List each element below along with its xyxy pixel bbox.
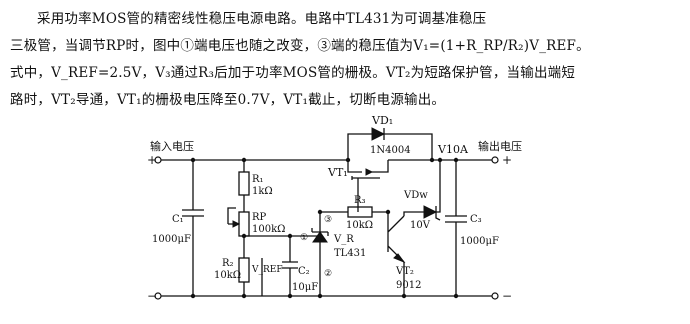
junction-dot bbox=[241, 233, 247, 239]
vd1-diode bbox=[347, 133, 433, 160]
junction-dot bbox=[401, 293, 407, 299]
rp-potentiometer bbox=[238, 211, 250, 237]
junction-dot bbox=[317, 293, 323, 299]
vt1-label: VT₁ bbox=[327, 166, 348, 179]
c3-label: C₃ bbox=[470, 214, 482, 225]
junction-dot bbox=[453, 293, 459, 299]
tl431-label: TL431 bbox=[334, 248, 366, 259]
junction-dot bbox=[287, 233, 293, 239]
r1-value: 1kΩ bbox=[252, 186, 273, 197]
vdw-triangle bbox=[423, 205, 438, 219]
junction-dot bbox=[385, 209, 391, 215]
vt2-transistor bbox=[387, 212, 405, 296]
junction-dot bbox=[437, 157, 443, 163]
c3-capacitor bbox=[445, 160, 467, 296]
rp-value: 100kΩ bbox=[252, 224, 285, 235]
c1-value: 1000μF bbox=[152, 234, 191, 245]
junction-dot bbox=[190, 157, 196, 163]
input-label: 输入电压 bbox=[150, 139, 194, 153]
output-plus-terminal bbox=[491, 156, 499, 164]
vd1-label: VD₁ bbox=[371, 114, 393, 127]
input-plus-sign: + bbox=[147, 153, 157, 167]
tl431-cathode-bar bbox=[311, 228, 329, 236]
junction-dot bbox=[345, 157, 351, 163]
junction-dot bbox=[429, 157, 435, 163]
pin-1-label: ① bbox=[300, 233, 308, 243]
description-paragraph: 采用功率MOS管的精密线性稳压电源电路。电路中TL431为可调基准稳压 三极管，… bbox=[10, 6, 682, 114]
vref-label: V_REF bbox=[251, 265, 283, 275]
input-minus-terminal bbox=[154, 292, 162, 300]
c3-value: 1000μF bbox=[460, 236, 499, 247]
c1-label: C₁ bbox=[172, 214, 184, 225]
rp-label: RP bbox=[252, 212, 267, 223]
output-label: 输出电压 bbox=[478, 139, 522, 153]
vd1-triangle bbox=[371, 127, 386, 141]
output-minus-sign: − bbox=[502, 289, 512, 303]
r1-label: R₁ bbox=[252, 174, 264, 185]
c1-capacitor bbox=[182, 160, 204, 296]
r3-label: R₃ bbox=[354, 195, 366, 206]
vdw-bar bbox=[435, 206, 441, 221]
vt2-label: VT₂ bbox=[395, 266, 414, 277]
r2-value: 10kΩ bbox=[214, 270, 241, 281]
vr-label: V_R bbox=[333, 234, 354, 245]
junction-dot bbox=[287, 293, 293, 299]
description-line-4: 路时，VT₂导通，VT₁的栅极电压降至0.7V，VT₁截止，切断电源输出。 bbox=[10, 92, 446, 108]
r2-label: R₂ bbox=[222, 258, 234, 269]
vd1-part-label: 1N4004 bbox=[370, 145, 411, 156]
junction-dot bbox=[190, 293, 196, 299]
rp-wiper bbox=[227, 207, 245, 258]
input-plus-terminal bbox=[154, 156, 162, 164]
vt1-arrow bbox=[365, 168, 374, 176]
input-minus-sign: − bbox=[147, 289, 157, 303]
vdw-label: VDw bbox=[403, 190, 428, 201]
junction-dot bbox=[241, 293, 247, 299]
output-plus-sign: + bbox=[502, 153, 512, 167]
description-line-1: 采用功率MOS管的精密线性稳压电源电路。电路中TL431为可调基准稳压 bbox=[37, 11, 487, 27]
junction-dot bbox=[317, 209, 323, 215]
vt2-part-label: 9012 bbox=[396, 280, 421, 291]
description-line-2: 三极管，当调节RP时，图中①端电压也随之改变，③端的稳压值为V₁=(1+R_RP… bbox=[10, 38, 590, 54]
current-label: V10A bbox=[437, 143, 469, 156]
vdw-value: 10V bbox=[410, 220, 431, 231]
r3-value: 10kΩ bbox=[346, 220, 373, 231]
junction-dot bbox=[241, 157, 247, 163]
r3-resistor bbox=[347, 206, 373, 218]
vref-node bbox=[244, 235, 320, 296]
vt1-mosfet bbox=[347, 160, 389, 185]
tl431-triangle bbox=[312, 231, 328, 243]
c2-label: C₂ bbox=[298, 266, 310, 277]
pin-2-label: ② bbox=[324, 269, 332, 279]
r1-resistor bbox=[238, 171, 250, 196]
rp-wiper-arrow bbox=[232, 220, 241, 228]
vdw-zener bbox=[403, 160, 441, 216]
junction-dot bbox=[453, 157, 459, 163]
vt2-arrow bbox=[393, 253, 406, 264]
c2-value: 10μF bbox=[292, 282, 318, 293]
output-minus-terminal bbox=[491, 292, 499, 300]
pin-3-label: ③ bbox=[324, 215, 332, 225]
description-line-3: 式中，V_REF=2.5V，V₃通过R₃后加于功率MOS管的栅极。VT₂为短路保… bbox=[10, 65, 576, 81]
